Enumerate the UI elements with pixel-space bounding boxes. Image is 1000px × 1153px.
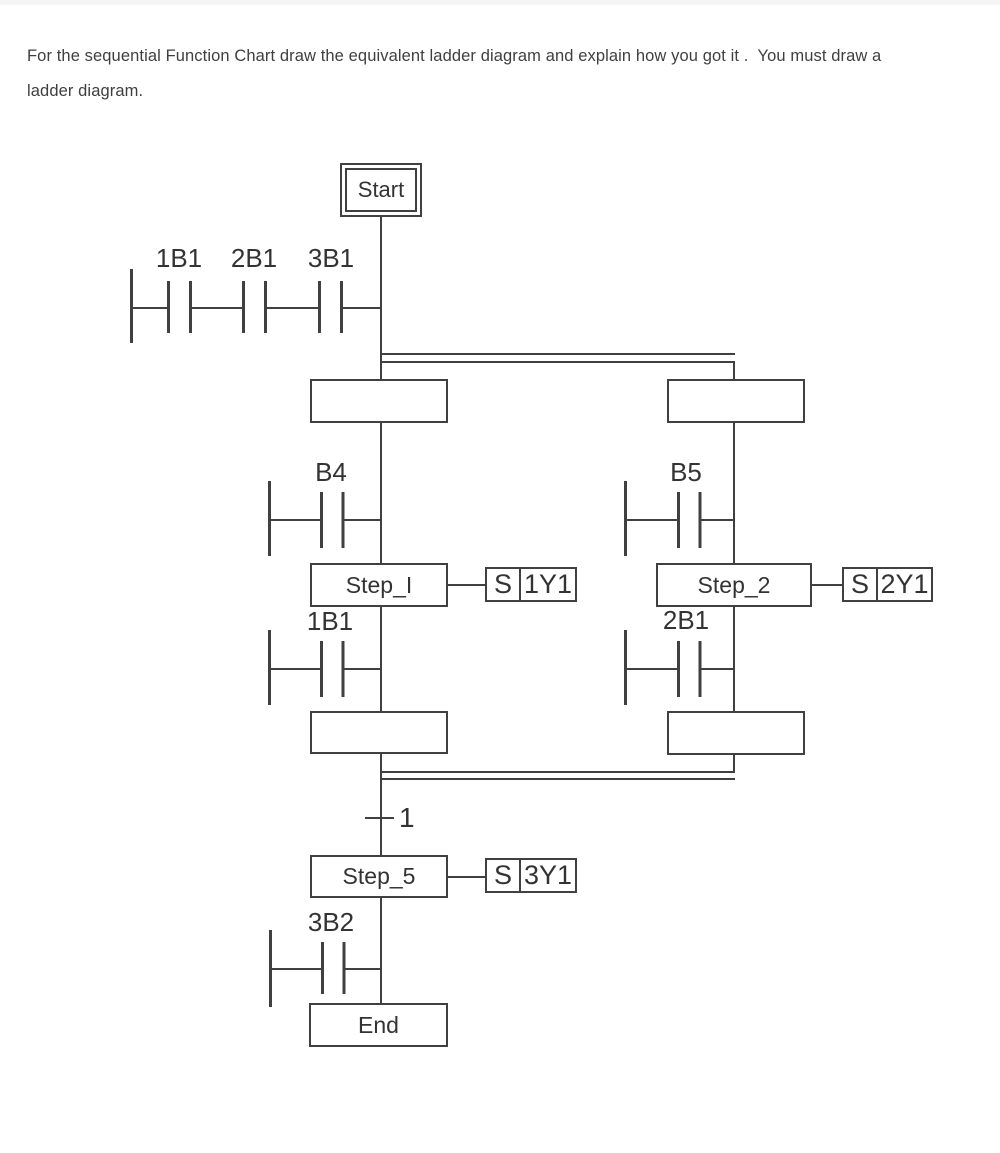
action-2-qualifier: S <box>842 567 878 602</box>
contact-bars <box>167 281 343 333</box>
contact-bars <box>677 641 702 697</box>
left-upper-step-box <box>310 379 448 423</box>
transition-b4-rung <box>268 481 381 556</box>
contact-label-b4: B4 <box>315 457 347 487</box>
contact-label-b5: B5 <box>670 457 702 487</box>
transition-b5-rung <box>624 481 734 556</box>
start-step-box: Start <box>340 163 422 217</box>
end-step-box: End <box>309 1003 448 1047</box>
contact-bars <box>320 492 345 548</box>
contact-bars <box>320 641 345 697</box>
step-5-box: Step_5 <box>310 855 448 898</box>
divergence-double-line <box>380 353 735 363</box>
initial-transition-rung <box>130 269 381 343</box>
start-step-label: Start <box>345 168 417 212</box>
contact-label-1b1-exit: 1B1 <box>306 606 354 636</box>
action-block-1: S 1Y1 <box>485 567 577 602</box>
contact-bars <box>321 942 346 994</box>
contact-label-2b1-exit: 2B1 <box>662 605 710 635</box>
step-2-box: Step_2 <box>656 563 812 607</box>
end-step-label: End <box>358 1011 399 1038</box>
right-lower-step-box <box>667 711 805 755</box>
transition-2b1-rung <box>624 630 734 705</box>
action-1-operand: 1Y1 <box>519 567 577 602</box>
step-2-label: Step_2 <box>697 571 771 598</box>
transition-1b1-rung <box>268 630 381 705</box>
transition-3b2-rung <box>269 930 381 1007</box>
action-3-operand: 3Y1 <box>519 858 577 893</box>
convergence-double-line <box>380 771 735 780</box>
transition-1-label: 1 <box>399 802 415 833</box>
action-3-qualifier: S <box>485 858 521 893</box>
action-2-operand: 2Y1 <box>876 567 933 602</box>
right-upper-step-box <box>667 379 805 423</box>
contact-label-2b1-initial: 2B1 <box>230 243 278 273</box>
question-text-line-2: ladder diagram. <box>27 82 144 100</box>
contact-bars <box>677 492 702 548</box>
left-lower-step-box <box>310 711 448 754</box>
contact-label-3b1-initial: 3B1 <box>307 243 355 273</box>
action-block-2: S 2Y1 <box>842 567 933 602</box>
action-block-3: S 3Y1 <box>485 858 577 893</box>
step-1-box: Step_I <box>310 563 448 607</box>
question-text-line-1: For the sequential Function Chart draw t… <box>27 47 882 65</box>
contact-label-3b2: 3B2 <box>307 907 355 937</box>
top-strip <box>0 0 1000 5</box>
contact-label-1b1-initial: 1B1 <box>155 243 203 273</box>
step-5-label: Step_5 <box>342 863 416 889</box>
action-1-qualifier: S <box>485 567 521 602</box>
step-1-label: Step_I <box>345 571 413 598</box>
